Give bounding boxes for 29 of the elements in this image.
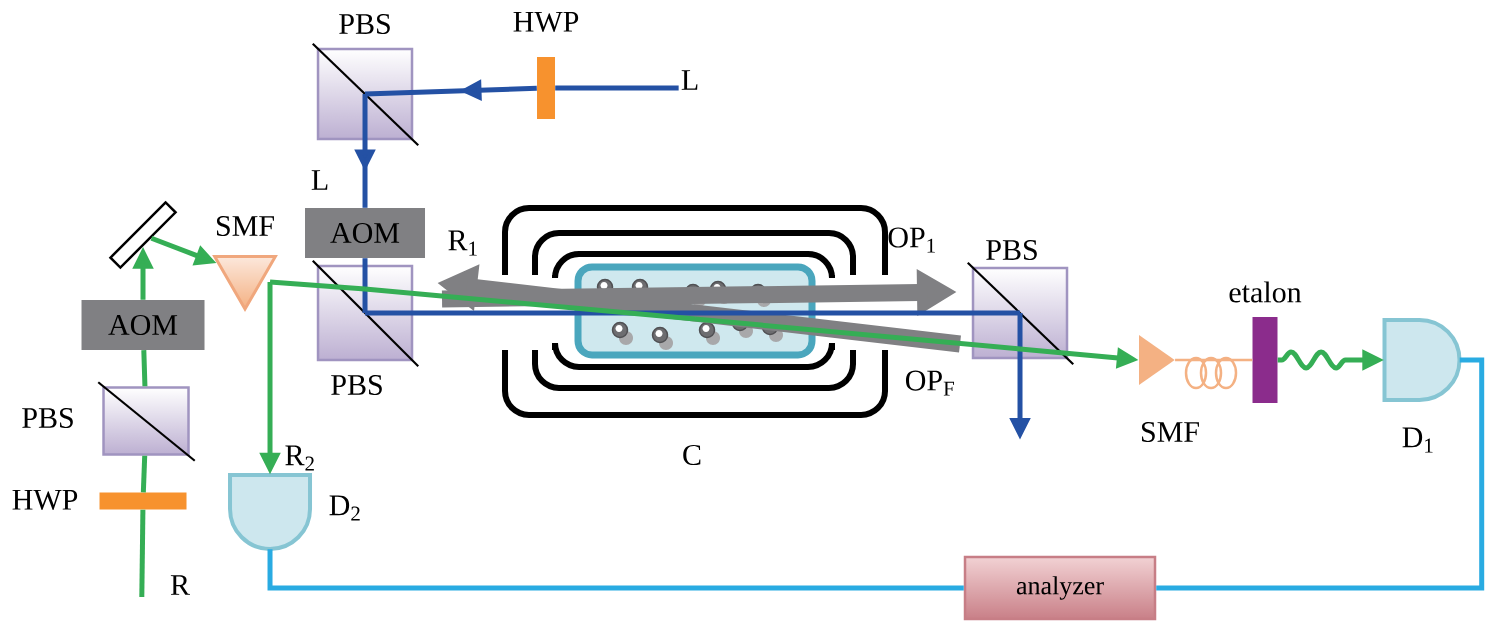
component-label: HWP [513,11,579,33]
beam-label: OP$_{F}$ [905,370,954,396]
light-beam [139,509,146,598]
component-label: HWP [12,489,78,511]
component-label: SMF [1142,421,1199,443]
light-beam [555,85,679,91]
light-beam [141,350,148,387]
component-label: PBS [986,239,1037,261]
beam-label: R [170,575,190,595]
light-beam [140,455,148,493]
component-label: PBS [22,407,73,429]
component-label: C [683,444,701,466]
modulator-box: AOM [305,208,425,258]
modulator-box: AOM [81,300,205,350]
component-label: D$_{2}$ [329,495,360,521]
component-label: SMF [217,215,274,237]
component-label: etalon [1229,281,1302,303]
component-label: PBS [339,13,390,35]
beam-label: L [681,70,698,90]
beam-label: OP$_{1}$ [888,227,935,253]
component-label: D$_{1}$ [1402,427,1433,453]
component-label: PBS [331,374,382,396]
beam-label: R$_{2}$ [285,445,314,471]
beam-label: R$_{1}$ [448,230,477,256]
signal-cable [1156,357,1485,591]
analyzer-box: analyzer [963,555,1157,621]
optical-fiber [1175,358,1253,362]
signal-cable [267,549,964,591]
beam-label: L [311,170,328,190]
